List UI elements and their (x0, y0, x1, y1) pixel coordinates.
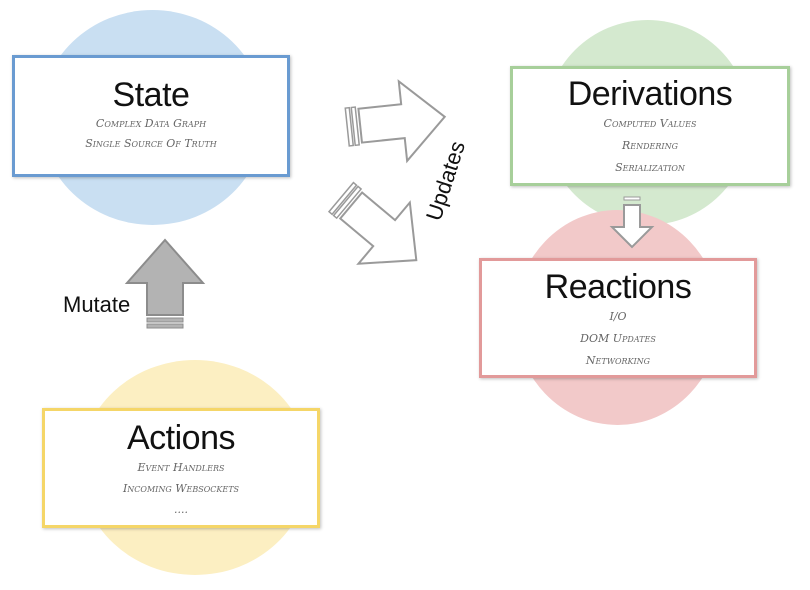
mutate-label: Mutate (63, 292, 131, 317)
state-title: State (112, 76, 190, 114)
derivations-title: Derivations (567, 75, 733, 113)
derivations-line: Rendering (622, 139, 678, 152)
derivations-line: Computed Values (603, 117, 697, 130)
actions-line: Incoming Websockets (122, 482, 240, 495)
reactions-title: Reactions (544, 268, 692, 306)
actions-title: Actions (127, 419, 236, 457)
reactions-line: Networking (585, 354, 651, 367)
reactions-box: Reactions I/O DOM Updates Networking (479, 258, 757, 378)
derivations-line: Serialization (615, 161, 685, 174)
state-line: Single Source Of Truth (85, 137, 217, 150)
state-box: State Complex Data Graph Single Source O… (12, 55, 290, 177)
updates-arrow-top (344, 79, 447, 164)
updates-arrow-bottom (327, 181, 418, 265)
reactions-line: I/O (609, 310, 627, 323)
reactions-line: DOM Updates (580, 332, 656, 345)
derivations-box: Derivations Computed Values Rendering Se… (510, 66, 790, 186)
actions-line: Event Handlers (137, 461, 225, 474)
derivations-to-reactions-arrow (609, 196, 655, 249)
actions-box: Actions Event Handlers Incoming Websocke… (42, 408, 320, 528)
actions-line: .... (174, 503, 188, 516)
state-line: Complex Data Graph (95, 117, 207, 130)
mutate-arrow (124, 238, 206, 329)
